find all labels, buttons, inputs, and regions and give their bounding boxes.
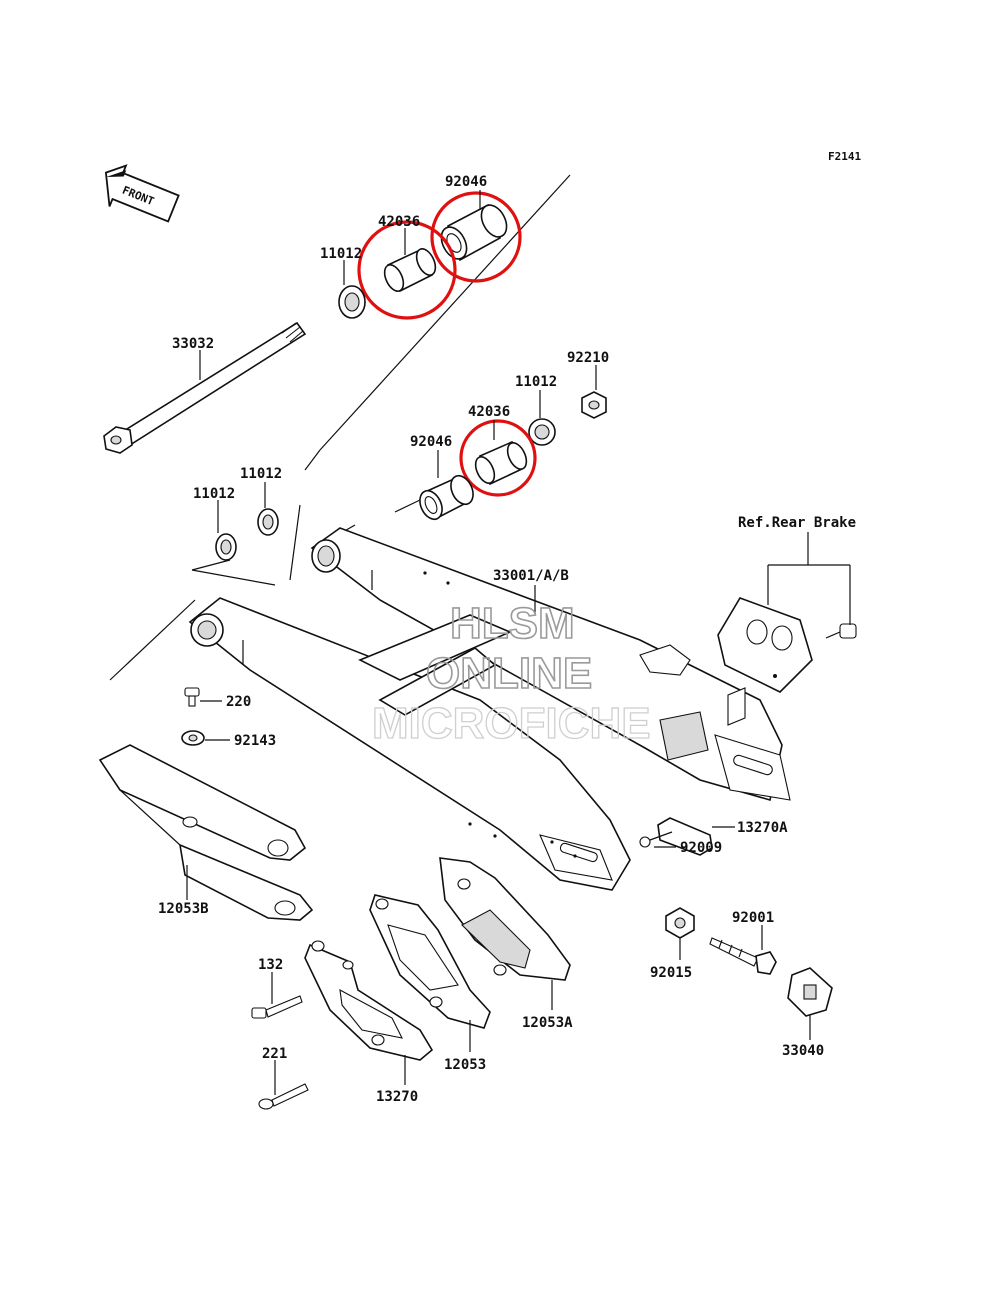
label-92015: 92015 (650, 965, 692, 981)
label-13270: 13270 (376, 1089, 418, 1105)
figure-code: F2141 (828, 150, 861, 163)
label-132: 132 (258, 957, 283, 973)
pivot-shaft-33032[interactable] (103, 321, 307, 454)
highlight-circle-42036-mid (459, 419, 537, 497)
chain-guide-12053[interactable] (369, 894, 491, 1029)
label-220: 220 (226, 694, 251, 710)
chain-guide-12053A[interactable] (439, 857, 571, 981)
label-92009: 92009 (680, 840, 722, 856)
label-12053A: 12053A (522, 1015, 573, 1031)
rear-brake-bracket-ref (717, 597, 813, 693)
label-42036-top: 42036 (378, 214, 420, 230)
highlight-circle-42036-top (357, 220, 457, 320)
watermark-line2: ONLINE (426, 649, 592, 698)
label-33001: 33001/A/B (493, 568, 569, 584)
label-221: 221 (262, 1046, 287, 1062)
collar-42036-mid[interactable] (472, 440, 530, 486)
label-11012-top: 11012 (320, 246, 362, 262)
guide-plate-13270[interactable] (304, 940, 434, 1061)
watermark-line3: MICROFICHE (372, 699, 651, 748)
rear-brake-bolt (825, 623, 857, 639)
label-11012-left-b: 11012 (240, 466, 282, 482)
oil-seal-11012-left-a[interactable] (215, 533, 237, 561)
label-92210: 92210 (567, 350, 609, 366)
watermark-line1: HLSM (450, 599, 575, 648)
plate-13270A[interactable] (657, 817, 713, 856)
screw-221[interactable] (258, 1083, 309, 1110)
label-92001: 92001 (732, 910, 774, 926)
label-92143: 92143 (234, 733, 276, 749)
screw-92009[interactable] (639, 831, 673, 848)
label-92046-top: 92046 (445, 174, 487, 190)
nut-92015[interactable] (665, 907, 695, 939)
block-33040[interactable] (787, 967, 833, 1017)
chain-slider-12053B[interactable] (98, 744, 314, 921)
label-12053: 12053 (444, 1057, 486, 1073)
swingarm-33001[interactable] (188, 527, 791, 891)
collar-42036-top[interactable] (381, 246, 439, 294)
ref-rear-brake-label: Ref.Rear Brake (738, 515, 856, 531)
nut-92210[interactable] (581, 391, 607, 419)
watermark: HLSM ONLINE MICROFICHE (371, 598, 651, 748)
label-12053B: 12053B (158, 901, 209, 917)
highlight-circle-92046-top (430, 191, 522, 283)
bolt-220[interactable] (184, 687, 200, 707)
bolt-132[interactable] (251, 995, 303, 1019)
oil-seal-11012-left-b[interactable] (257, 508, 279, 536)
ref-rear-brake-leader (767, 532, 851, 625)
oil-seal-11012-mid[interactable] (528, 418, 556, 446)
needle-bearing-92046-mid[interactable] (416, 472, 478, 523)
label-33032: 33032 (172, 336, 214, 352)
washer-92143[interactable] (181, 730, 205, 746)
label-13270A: 13270A (737, 820, 788, 836)
label-33040: 33040 (782, 1043, 824, 1059)
label-11012-left-a: 11012 (193, 486, 235, 502)
screw-92001[interactable] (709, 937, 777, 975)
label-92046-mid: 92046 (410, 434, 452, 450)
front-arrow-icon: FRONT (104, 164, 180, 223)
needle-bearing-92046-top[interactable] (436, 201, 511, 263)
label-42036-mid: 42036 (468, 404, 510, 420)
label-11012-mid: 11012 (515, 374, 557, 390)
oil-seal-11012-top[interactable] (338, 285, 366, 319)
